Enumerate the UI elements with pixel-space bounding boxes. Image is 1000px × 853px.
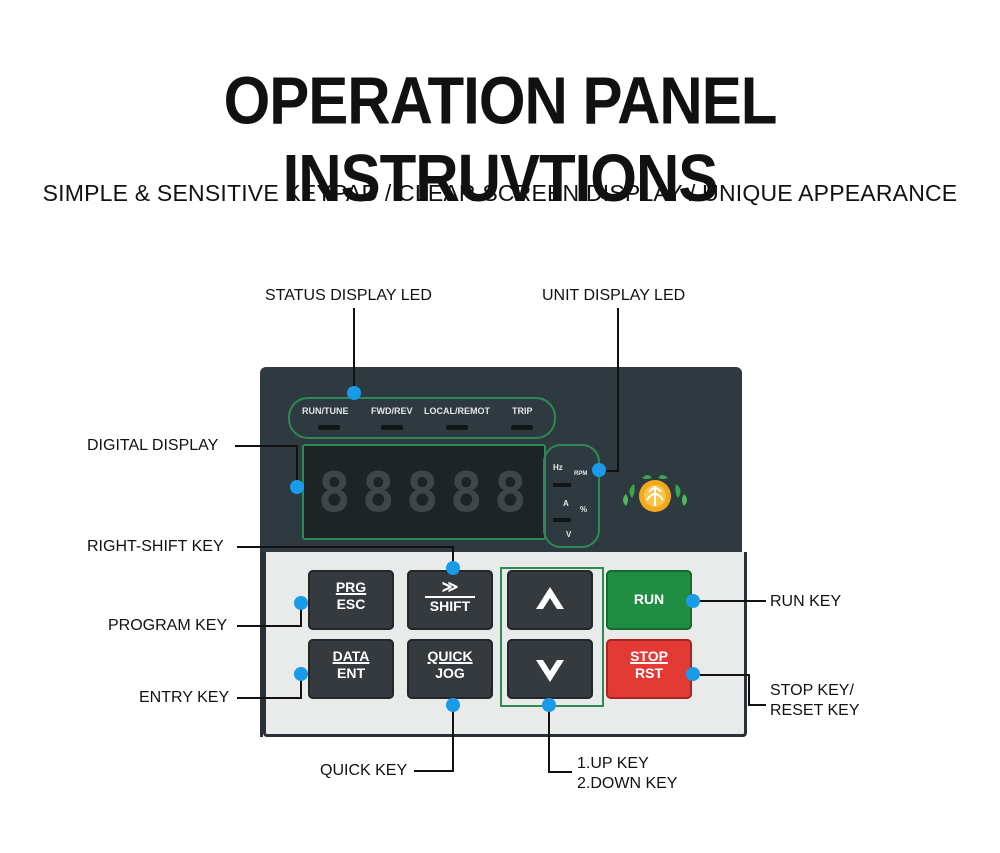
callout-line-stop-v [748,674,750,706]
callout-line-unit-led-v [617,308,619,472]
key-label-run: RUN [633,591,665,607]
status-label-fwd-rev: FWD/REV [371,406,413,416]
unit-label-a: A [563,499,569,508]
callout-digital-display: DIGITAL DISPLAY [87,437,219,454]
status-led-frame [288,397,556,439]
callout-down-key: 2.DOWN KEY [577,775,678,792]
callout-dot-shift [446,561,460,575]
unit-label-v: V [566,530,572,539]
display-digit: 8 [406,461,439,524]
status-label-trip: TRIP [512,406,533,416]
callout-line-updown-h [548,771,572,773]
callout-line-display-v [296,445,298,485]
callout-run: RUN KEY [770,593,842,610]
up-button[interactable] [507,570,593,630]
callout-up-key: 1.UP KEY [577,755,649,772]
display-digit: 8 [318,461,351,524]
callout-reset: RESET KEY [770,702,860,719]
callout-dot-updown [542,698,556,712]
key-label-data: DATA [332,648,370,664]
callout-line-quick-v [452,706,454,772]
callout-dot-unit-led [592,463,606,477]
unit-label-hz: Hz [553,463,563,472]
callout-line-quick-h [414,770,454,772]
double-chevron-right-icon: ≫ [441,579,459,596]
key-label-shift: SHIFT [425,596,475,615]
up-arrow-icon [536,587,564,609]
status-led-local-remot [446,425,468,430]
callout-line-run [700,600,766,602]
unit-led-frame [543,444,600,548]
callout-dot-program [294,596,308,610]
callout-dot-stop [686,667,700,681]
unit-label-percent: % [580,505,588,514]
unit-led-hz [553,483,571,487]
unit-label-rpm: RPM [574,471,588,477]
display-digit: 8 [362,461,395,524]
callout-dot-status-led [347,386,361,400]
page-title: OPERATION PANEL INSTRUVTIONS [223,63,778,216]
callout-line-program-v [300,603,302,627]
unit-led-a [553,518,571,522]
stop-rst-button[interactable]: STOP RST [606,639,692,699]
callout-line-unit-led-h [600,470,619,472]
digital-display: 8 8 8 8 8 [302,444,546,540]
callout-line-entry-h [237,697,301,699]
status-led-run-tune [318,425,340,430]
status-label-run-tune: RUN/TUNE [302,406,349,416]
callout-dot-display [290,480,304,494]
data-ent-button[interactable]: DATA ENT [308,639,394,699]
callout-dot-quick [446,698,460,712]
page-subtitle: SIMPLE & SENSITIVE KEYPAD / CLEAR SCREEN… [42,180,958,206]
key-label-stop: STOP [630,648,668,664]
callout-line-shift-v [452,546,454,566]
callout-line-program-h [237,625,301,627]
key-label-rst: RST [635,665,663,681]
callout-line-updown-v [548,706,550,773]
callout-dot-run [686,594,700,608]
shift-button[interactable]: ≫ SHIFT [407,570,493,630]
panel-side-edge [260,552,263,737]
callout-unit-led: UNIT DISPLAY LED [542,287,686,304]
down-arrow-icon [536,660,564,682]
key-label-quick: QUICK [427,648,473,664]
status-label-local-remot: LOCAL/REMOT [424,406,490,416]
key-label-jog: JOG [435,665,465,681]
display-digit: 8 [450,461,483,524]
callout-line-stop-h2 [748,704,766,706]
callout-line-display-h [235,445,297,447]
run-button[interactable]: RUN [606,570,692,630]
key-label-prg: PRG [335,579,367,595]
key-label-ent: ENT [337,665,365,681]
callout-program: PROGRAM KEY [108,617,228,634]
display-digit: 8 [494,461,527,524]
callout-line-status-led [353,308,355,394]
status-led-fwd-rev [381,425,403,430]
prg-esc-button[interactable]: PRG ESC [308,570,394,630]
callout-entry: ENTRY KEY [139,689,230,706]
status-led-trip [511,425,533,430]
callout-dot-entry [294,667,308,681]
callout-line-entry-v [300,674,302,699]
quick-jog-button[interactable]: QUICK JOG [407,639,493,699]
key-label-esc: ESC [336,596,366,612]
callout-status-led: STATUS DISPLAY LED [265,287,432,304]
down-button[interactable] [507,639,593,699]
callout-line-stop-h1 [700,674,750,676]
sun-fountain-logo-icon [623,475,687,512]
callout-line-shift-h [237,546,453,548]
callout-stop: STOP KEY/ [770,682,854,699]
callout-right-shift: RIGHT-SHIFT KEY [87,538,224,555]
callout-quick: QUICK KEY [320,762,408,779]
